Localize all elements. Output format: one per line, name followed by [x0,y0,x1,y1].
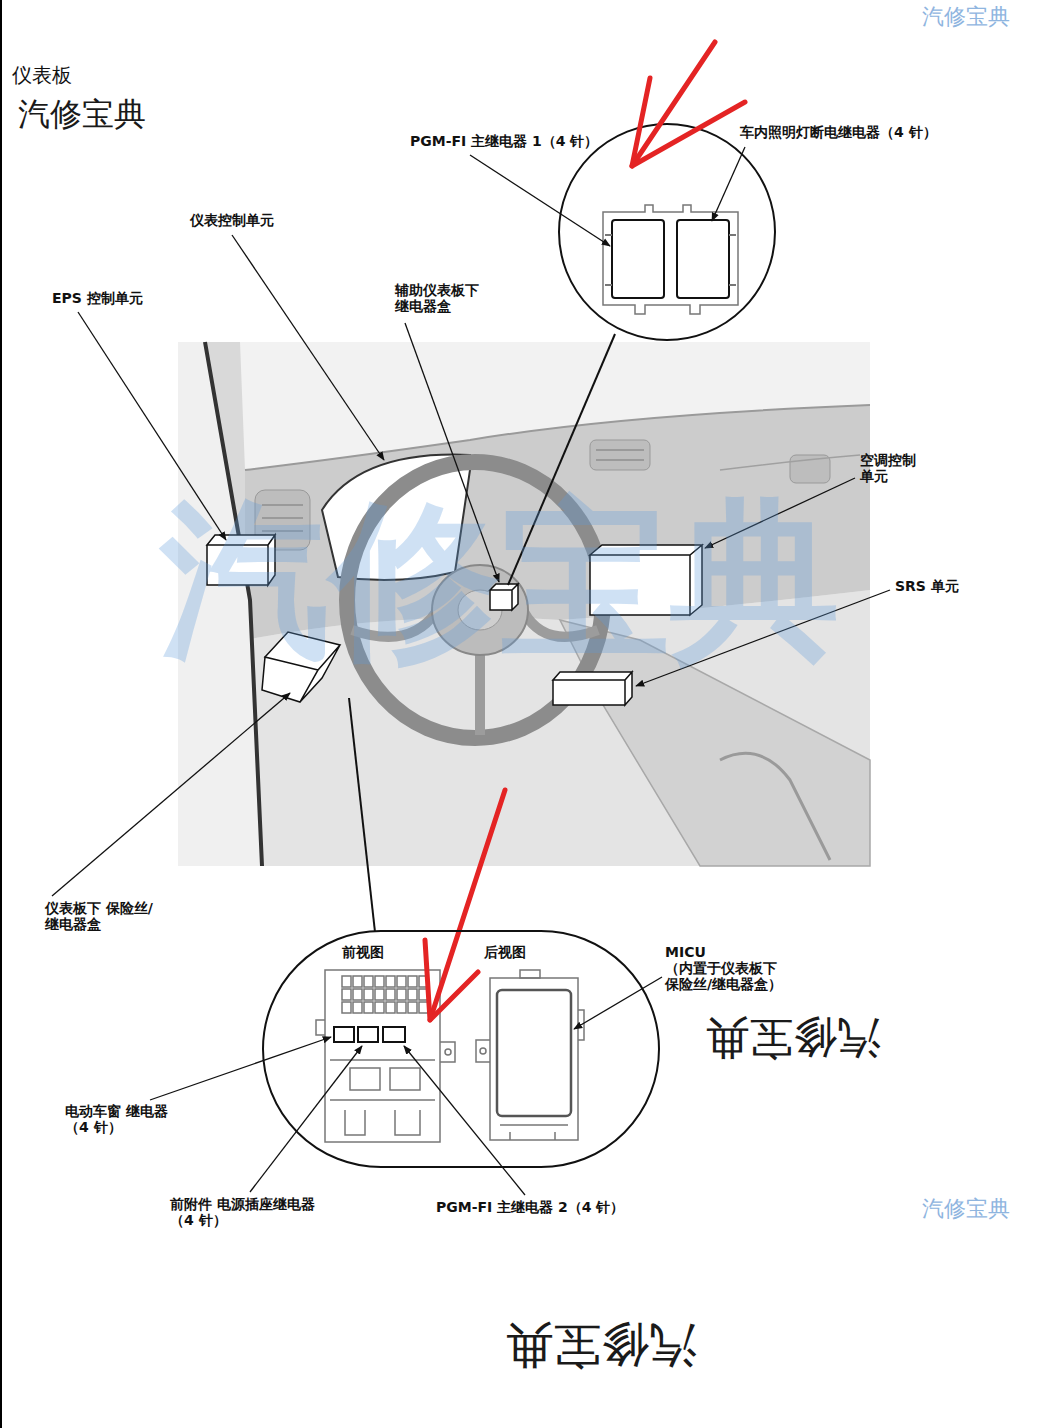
relay-label: PGM-FI 主继电器 2（4 针） [436,1199,624,1215]
relay-detail-circle [559,124,775,340]
callout-outline-shape [263,931,659,1167]
fuse-box-rear-view [476,970,584,1140]
page-title: 仪表板 [12,64,72,87]
illustration-part [316,1020,325,1035]
detail-view-callout: 前视图 后视图 [262,930,660,1168]
illustration-part [425,940,478,1020]
illustration-part [490,978,578,1140]
illustration-part [364,1002,373,1013]
view-heading: 前视图 [342,944,384,961]
watermark: 汽修宝典 [18,96,146,133]
illustration-part [342,1002,351,1013]
illustration-part [470,155,610,246]
illustration-part [325,970,440,1142]
illustration-part [330,1060,435,1135]
illustration-part [603,205,738,314]
watermark: 汽修宝典 [505,1318,697,1373]
callout-outline [262,930,660,1168]
illustration-part [150,1037,331,1100]
unit-label: EPS 控制单元 [52,290,143,306]
unit-label: 空调控制 单元 [860,452,924,484]
illustration-part [612,220,664,298]
relay-label: 电动车窗 继电器（4 针） [65,1103,171,1135]
fuse-box-label: 仪表板下 保险丝/继电器盒 [45,900,157,932]
illustration-part [476,1040,490,1062]
illustration-part [397,1002,406,1013]
illustration-part [404,1046,525,1195]
illustration-part [500,1125,568,1140]
illustration-part [408,976,417,987]
illustration-part [364,989,373,1000]
illustration-part [386,976,395,987]
illustration-part [397,989,406,1000]
watermark: 汽修宝典 [705,1012,881,1063]
illustration-part [480,1048,486,1054]
illustration-part [408,989,417,1000]
relay-box-label: 辅助仪表板下 继电器盒 [395,282,487,314]
unit-label: MICU（内置于仪表板下 保险丝/继电器盒） [665,944,812,992]
unit-label: SRS 单元 [895,578,959,594]
illustration-part [712,147,745,221]
illustration-part [334,1027,354,1042]
illustration-part [245,405,870,470]
illustration-part [632,78,745,166]
illustration-part [250,1046,362,1192]
illustration-part [720,455,860,470]
leader-lines [52,147,890,1195]
illustration-part [364,976,373,987]
illustration-part [383,1027,405,1042]
illustration-part [386,1002,395,1013]
illustration-part [52,693,290,896]
illustration-part [353,989,362,1000]
illustration-part [375,976,384,987]
illustration-part [375,989,384,1000]
illustration-part [353,1002,362,1013]
relay-label: PGM-FI 主继电器 1（4 针） [410,133,598,149]
illustration-part [353,976,362,987]
illustration-part [520,970,540,978]
illustration-part [605,235,736,285]
relay-label: 车内照明灯断电继电器（4 针） [740,124,937,140]
illustration-part [386,989,395,1000]
illustration-part [375,1002,384,1013]
illustration-part [232,235,384,460]
illustration-part [497,990,571,1116]
illustration-part [445,1049,451,1055]
illustration-part [390,1068,420,1090]
fuse-slots [342,976,428,1013]
illustration-part [677,220,729,298]
illustration-part [720,753,830,860]
illustration-part [440,1042,455,1062]
illustration-part [358,1027,378,1042]
watermark: 汽修宝典 [922,4,1010,29]
illustration-part [408,1002,417,1013]
illustration-part [342,989,351,1000]
illustration-part [596,450,644,460]
page-border [0,0,2,1428]
watermark: 汽修宝典 [922,1196,1010,1221]
illustration-part [350,1068,380,1090]
illustration-part [553,672,632,705]
unit-label: 仪表控制单元 [190,212,274,228]
illustration-part [559,124,775,340]
illustration-part [342,976,351,987]
watermark: 汽修宝典 [160,495,840,665]
view-heading: 后视图 [484,944,526,961]
fuse-box-front-view [316,970,455,1142]
illustration-part [397,976,406,987]
relay-label: 前附件 电源插座继电器（4 针） [170,1196,318,1228]
illustration-part [590,440,650,470]
illustration-part [349,698,375,932]
